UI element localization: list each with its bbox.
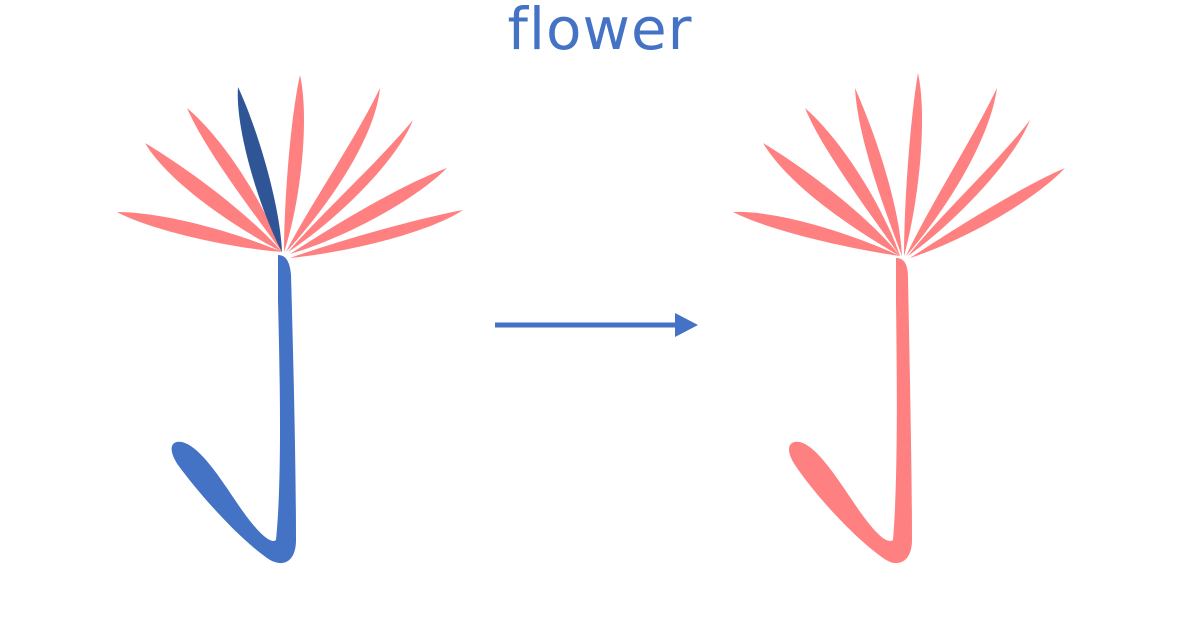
arrow-right-icon xyxy=(495,313,698,337)
petal xyxy=(290,210,463,258)
petal xyxy=(145,143,282,252)
source-petals xyxy=(117,75,463,258)
petal xyxy=(763,143,900,256)
target-flower-icon xyxy=(733,73,1065,564)
petal xyxy=(906,88,997,256)
petal xyxy=(284,75,305,252)
arrow-head xyxy=(675,313,698,337)
target-petals xyxy=(733,73,1065,258)
source-flower-icon xyxy=(117,75,463,564)
petal xyxy=(733,211,900,256)
target-stem xyxy=(788,258,912,564)
petal xyxy=(855,88,902,256)
petal xyxy=(904,73,923,256)
source-stem xyxy=(171,255,296,564)
petal xyxy=(805,108,900,256)
petal xyxy=(288,120,413,252)
petal xyxy=(910,168,1065,258)
petal xyxy=(908,120,1030,256)
page-title: flower xyxy=(507,0,693,63)
petal xyxy=(187,108,282,252)
petal xyxy=(117,212,282,252)
petal xyxy=(290,168,447,254)
highlighted-petal xyxy=(237,87,282,252)
petal xyxy=(286,88,380,252)
